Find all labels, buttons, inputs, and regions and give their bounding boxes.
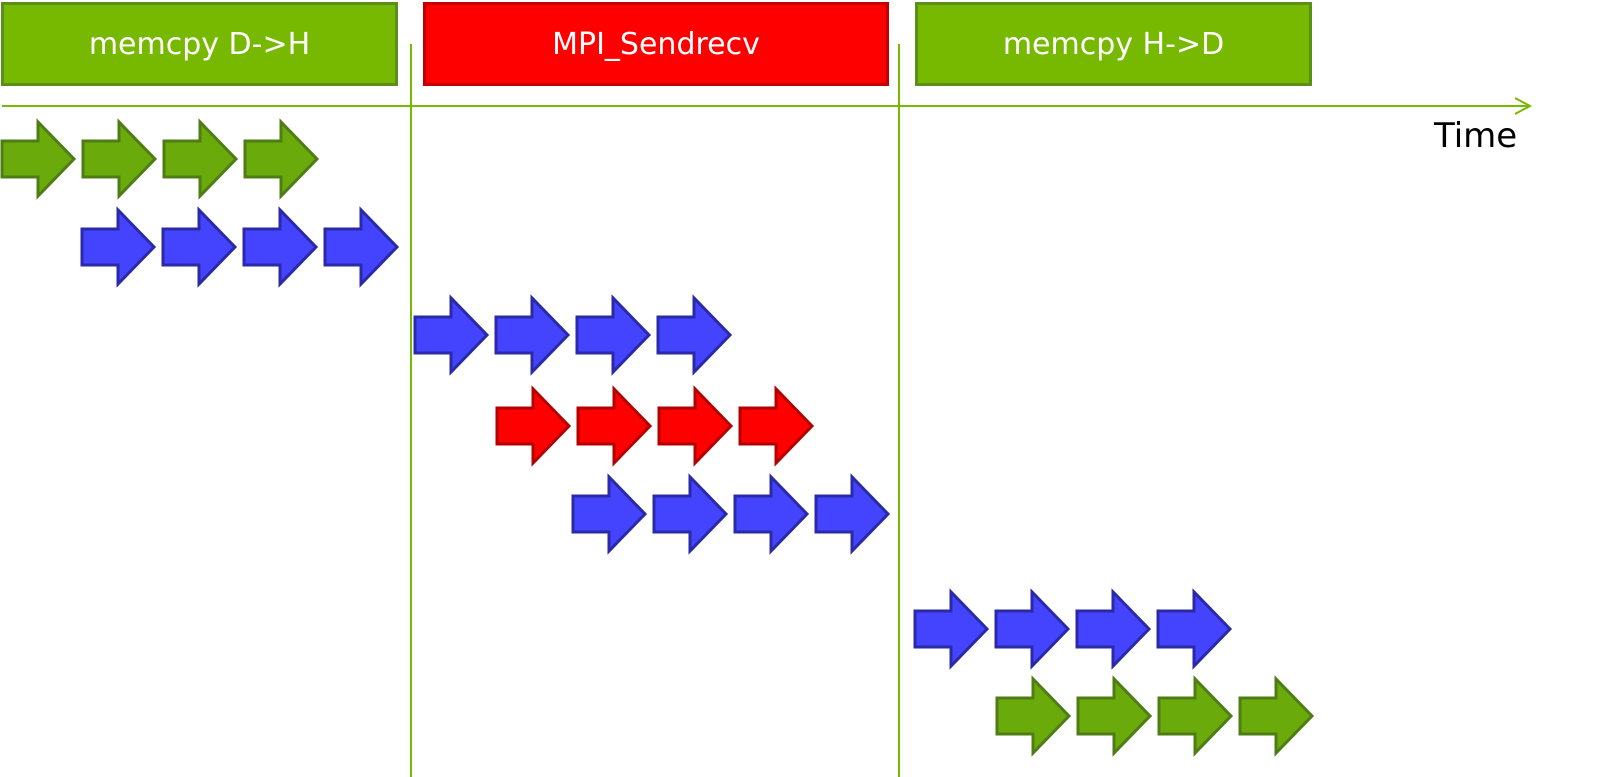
red-arrow-icon xyxy=(576,385,653,467)
blue-arrow-icon xyxy=(994,588,1071,670)
green-arrow-icon xyxy=(243,118,320,200)
blue-arrow-icon xyxy=(1156,588,1233,670)
phase-box-mpi-sendrecv: MPI_Sendrecv xyxy=(423,2,889,86)
green-arrow-icon xyxy=(81,118,158,200)
blue-arrow-icon xyxy=(80,206,157,288)
blue-arrow-icon xyxy=(571,473,648,555)
time-axis-arrowhead xyxy=(1514,97,1533,115)
blue-arrow-icon xyxy=(494,294,571,376)
blue-arrow-icon xyxy=(1075,588,1152,670)
blue-arrow-icon xyxy=(814,473,891,555)
blue-arrow-icon xyxy=(733,473,810,555)
red-arrow-icon xyxy=(738,385,815,467)
green-arrow-icon xyxy=(995,675,1072,757)
green-arrow-icon xyxy=(0,118,77,200)
blue-arrow-icon xyxy=(656,294,733,376)
blue-arrow-icon xyxy=(413,294,490,376)
phase-box-memcpy-h2d: memcpy H->D xyxy=(915,2,1312,86)
blue-arrow-icon xyxy=(652,473,729,555)
blue-arrow-icon xyxy=(242,206,319,288)
time-axis-label: Time xyxy=(1434,116,1518,156)
phase-box-memcpy-d2h: memcpy D->H xyxy=(1,2,398,86)
red-arrow-icon xyxy=(657,385,734,467)
blue-arrow-icon xyxy=(161,206,238,288)
green-arrow-icon xyxy=(1076,675,1153,757)
blue-arrow-icon xyxy=(913,588,990,670)
red-arrow-icon xyxy=(495,385,572,467)
green-arrow-icon xyxy=(1157,675,1234,757)
green-arrow-icon xyxy=(162,118,239,200)
blue-arrow-icon xyxy=(323,206,400,288)
green-arrow-icon xyxy=(1238,675,1315,757)
blue-arrow-icon xyxy=(575,294,652,376)
